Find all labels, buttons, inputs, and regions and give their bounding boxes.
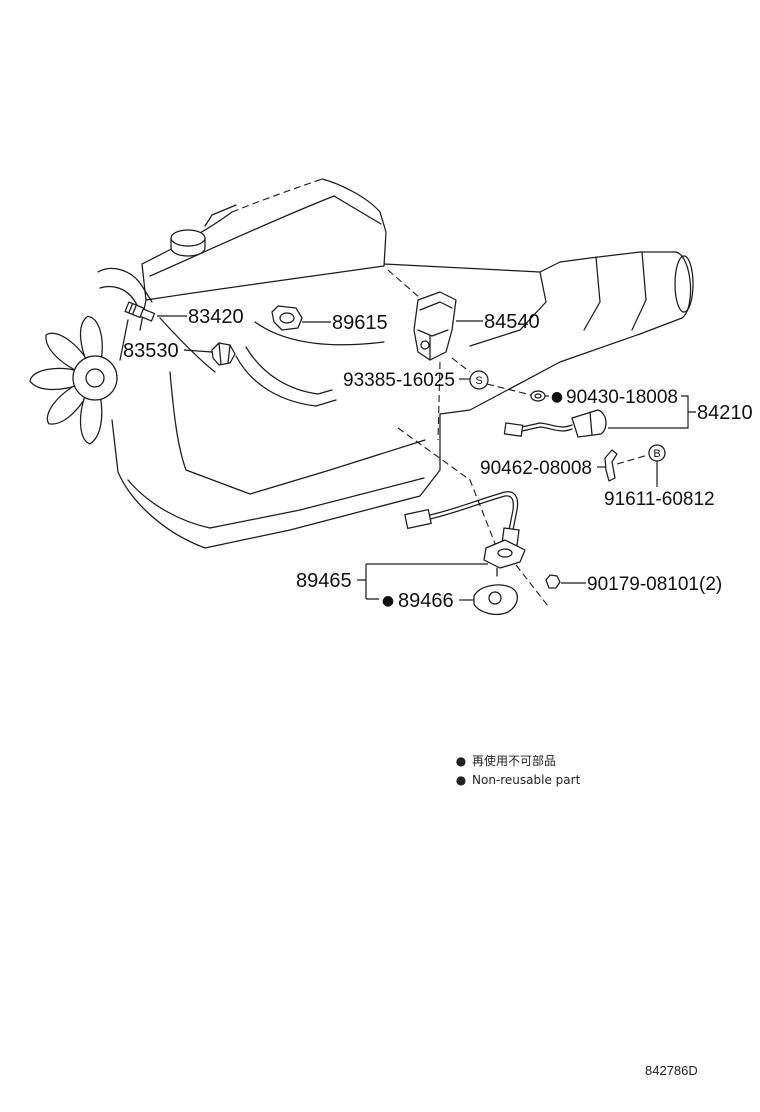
fan-blade	[79, 392, 103, 445]
part-drawing-90462-clip	[604, 449, 618, 482]
symbol-b-circle	[648, 444, 666, 462]
legend-text-jp: 再使用不可部品	[472, 753, 556, 768]
fan-blade	[29, 367, 80, 391]
manifold-line	[254, 321, 385, 346]
callout-90179-08101: 90179-08101(2)	[587, 574, 722, 595]
engine-hidden-line	[437, 361, 441, 441]
bellhousing-hidden-line	[387, 269, 421, 299]
callout-89615: 89615	[332, 312, 388, 334]
symbol-s: S	[469, 370, 489, 390]
part-drawing-89466-gasket	[473, 584, 518, 616]
callout-93385-16025: 93385-16025	[343, 370, 455, 391]
fan-hub-center	[85, 368, 105, 388]
exhaust-hidden-line	[397, 427, 497, 547]
cooling-fan	[29, 315, 118, 445]
leader-dash-nut	[515, 564, 549, 607]
part-drawing-83420	[124, 301, 156, 322]
part-drawing-83530	[211, 342, 236, 366]
transmission-rib	[631, 251, 647, 331]
head-cover-top-hidden	[231, 178, 323, 213]
leader-dash-84540-to-washer	[451, 357, 471, 373]
part-drawing-84210	[503, 409, 607, 438]
leader-lines	[157, 315, 696, 607]
legend: ● 再使用不可部品 ● Non-reusable part	[456, 753, 581, 787]
non-reusable-marker: ●	[551, 389, 563, 405]
radiator-hose	[97, 267, 153, 303]
symbol-b-letter: B	[653, 448, 660, 460]
leader-bracket-84210	[608, 395, 696, 429]
part-drawing-90430-washer	[530, 390, 546, 402]
intake-hose-edge	[245, 346, 333, 395]
fan-blade	[45, 332, 89, 373]
engine-illustration	[29, 178, 694, 549]
callout-91611-60812: 91611-60812	[604, 489, 715, 510]
part-drawing-90179-nut	[545, 574, 561, 589]
symbol-s-letter: S	[475, 375, 482, 387]
callout-83530: 83530	[123, 340, 179, 362]
transmission-rib	[583, 256, 601, 331]
fan-hub	[72, 355, 118, 401]
part-drawing-89615	[271, 305, 303, 331]
oil-pan-line	[127, 477, 425, 529]
head-cover-step	[204, 204, 237, 227]
oil-filler-cap-top	[170, 229, 206, 247]
part-drawing-89465	[404, 491, 526, 577]
fan-blade	[79, 315, 103, 364]
engine-block-outline	[111, 413, 441, 549]
manifold-line	[159, 317, 216, 373]
callout-labels: 83420 89615 84540 83530 93385-16025 ● 90…	[123, 306, 753, 612]
transmission-rib	[469, 271, 547, 347]
intake-hose	[235, 355, 337, 407]
transmission-end	[675, 251, 692, 319]
engine-block-side	[169, 371, 426, 495]
callout-89466: 89466	[398, 590, 454, 612]
callout-84540: 84540	[484, 311, 540, 333]
transmission-bottom	[439, 317, 683, 415]
head-cover-ridge	[149, 195, 382, 277]
non-reusable-marker: ●	[382, 593, 394, 609]
leader-dash-clip-to-b	[616, 454, 649, 465]
radiator-hose-edge	[99, 285, 141, 311]
head-cover-front	[141, 263, 385, 301]
leader-dash-s-to-washer	[486, 383, 532, 396]
part-drawing-84540	[413, 291, 457, 361]
callout-90462-08008: 90462-08008	[480, 458, 592, 479]
callout-83420: 83420	[188, 306, 244, 328]
legend-marker: ●	[456, 773, 466, 787]
figure-id: 842786D	[645, 1063, 698, 1078]
callout-90430-18008: 90430-18008	[566, 387, 678, 408]
legend-text-en: Non-reusable part	[472, 773, 581, 787]
symbol-s-circle	[469, 370, 489, 390]
symbol-b: B	[648, 444, 666, 462]
callout-84210: 84210	[697, 402, 753, 424]
legend-marker: ●	[456, 754, 466, 768]
transmission-top	[383, 251, 677, 273]
leader-bracket-89465	[357, 563, 488, 600]
fan-blade	[46, 382, 89, 425]
transmission-output	[674, 255, 694, 313]
leader-line-83530	[183, 349, 213, 353]
callout-89465: 89465	[296, 570, 352, 592]
